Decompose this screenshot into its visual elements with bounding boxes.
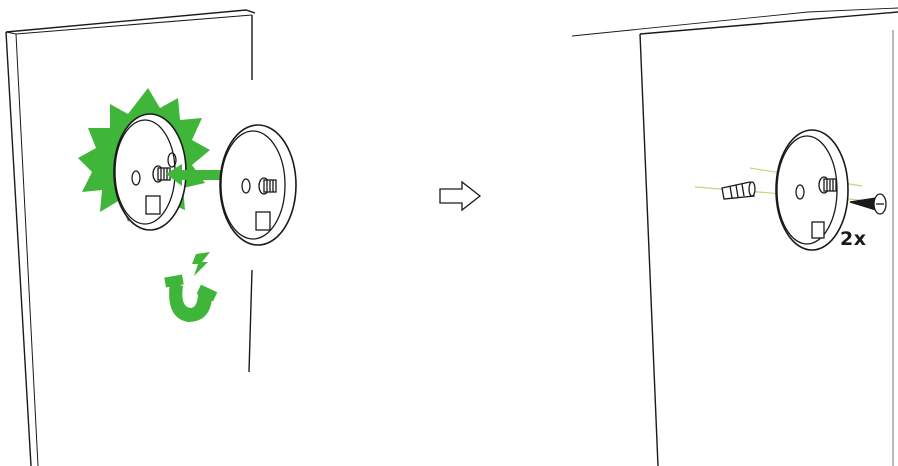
mount-disc-right [775,129,849,251]
screw-quantity-label: 2x [840,228,867,250]
wall-anchor [721,181,756,200]
screw-icon [849,193,887,215]
attach-arrow-icon [166,164,224,186]
mounted-disc [113,113,187,231]
magnet-icon [164,252,218,322]
loose-disc [219,124,297,246]
arrow-right-outline-icon [439,180,482,212]
right-wall-panel [571,7,898,466]
left-wall-panel [5,9,256,466]
